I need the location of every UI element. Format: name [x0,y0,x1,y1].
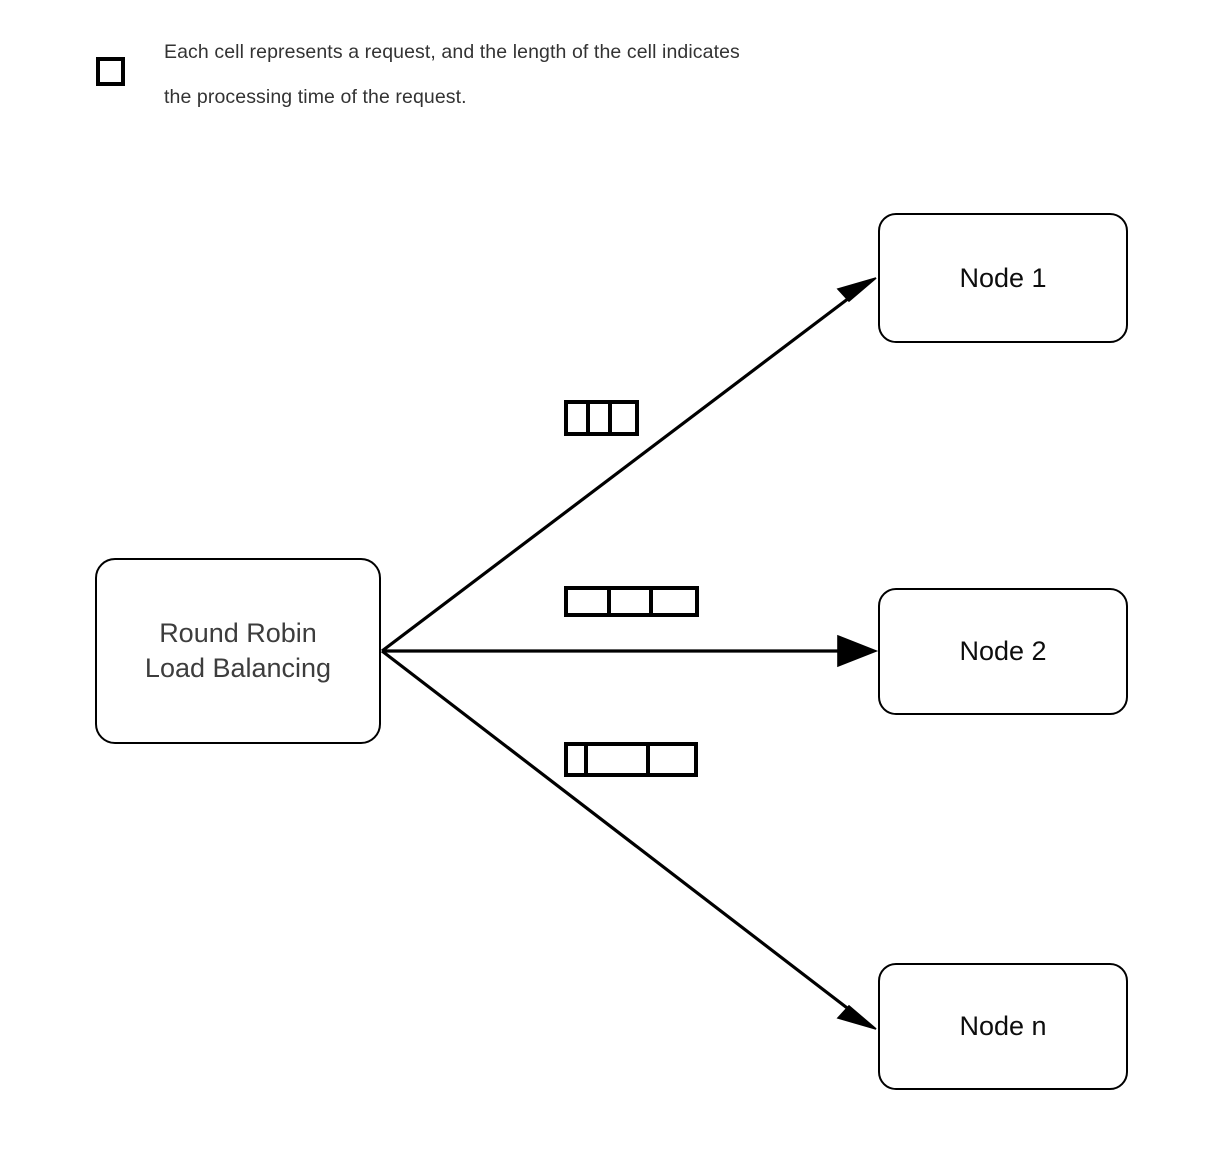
request-cell [612,404,635,432]
request-cell [568,404,590,432]
request-cell [590,404,612,432]
request-queue-node-1 [564,400,639,436]
request-cell [588,746,650,773]
source-node-round-robin-load-balancer[interactable]: Round Robin Load Balancing [95,558,381,744]
legend-caption: Each cell represents a request, and the … [164,30,974,120]
empty-square-icon [96,57,125,86]
request-queue-node-2 [564,586,699,617]
node-box-node-2[interactable]: Node 2 [878,588,1128,715]
node-label-node-n: Node n [959,1011,1047,1042]
edge-source-to-node-n [381,649,877,1030]
source-node-label: Round Robin Load Balancing [144,618,332,683]
request-cell [611,590,653,613]
request-cell [568,590,611,613]
edge-source-to-node-1 [381,277,877,653]
node-box-node-1[interactable]: Node 1 [878,213,1128,343]
node-box-node-n[interactable]: Node n [878,963,1128,1090]
node-label-node-1: Node 1 [959,262,1047,293]
request-cell [568,746,588,773]
legend-caption-line-2: the processing time of the request. [164,86,467,108]
legend-caption-line-1: Each cell represents a request, and the … [164,41,740,63]
request-cell [653,590,695,613]
edge-source-to-node-2 [382,634,879,668]
legend: Each cell represents a request, and the … [90,30,990,130]
node-label-node-2: Node 2 [959,636,1047,667]
request-queue-node-n [564,742,698,777]
request-cell [650,746,694,773]
